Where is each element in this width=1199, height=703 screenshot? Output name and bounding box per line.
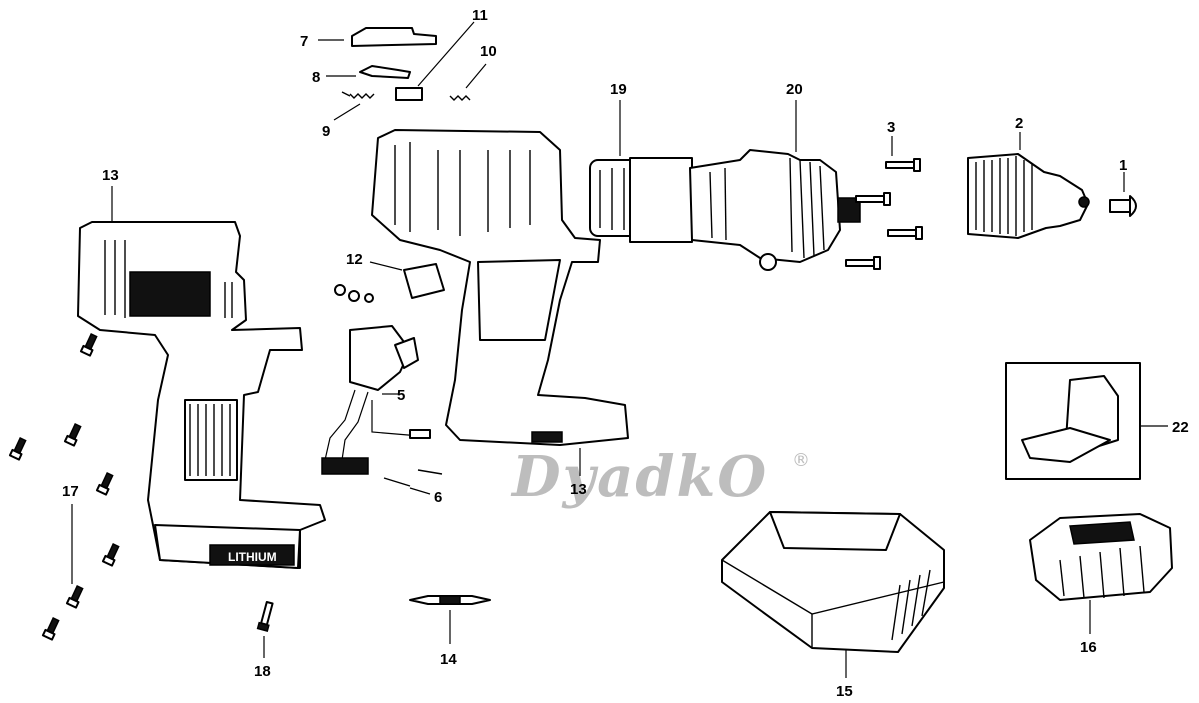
watermark: DyadkO ® [510,444,810,510]
callout-2: 2 [1015,115,1023,132]
part-12-bracket [334,263,445,303]
part-6-springs [383,469,443,487]
callout-22: 22 [1172,419,1189,436]
callout-10: 10 [480,43,497,60]
callout-13-right: 13 [570,481,587,498]
housing-screws [8,333,274,641]
callout-5: 5 [397,387,405,404]
battery-brand-label: LITHIUM [228,550,277,564]
watermark-registered-mark: ® [792,450,810,471]
callout-9: 9 [322,123,330,140]
part-20-gearbox [689,149,861,271]
watermark-brand: DyadkO [510,444,768,510]
part-19-motor [589,157,693,243]
left-housing-half: LITHIUM [77,221,326,569]
callout-20: 20 [786,81,803,98]
callout-3: 3 [887,119,895,136]
callout-17: 17 [62,483,79,500]
part-22-case-box [1005,362,1141,480]
part-14-bit [409,595,491,605]
part-8-spring-clip [359,65,411,79]
callout-16: 16 [1080,639,1097,656]
callout-19: 19 [610,81,627,98]
callout-labels: 1 2 3 5 6 7 8 9 10 11 12 13 13 14 15 16 … [62,7,1189,700]
callout-6: 6 [434,489,442,506]
leader-lines [71,21,1168,678]
part-7-lock-plate [351,27,437,47]
callout-14: 14 [440,651,457,668]
part-11-slider [395,87,423,101]
callout-13-left: 13 [102,167,119,184]
callout-11: 11 [472,7,488,24]
part-2-chuck [967,153,1090,239]
small-top-parts [341,27,471,101]
part-3-screws [845,158,923,270]
callout-18: 18 [254,663,271,680]
callout-15: 15 [836,683,853,700]
callout-12: 12 [346,251,363,268]
part-16-battery [1029,513,1173,601]
part-9-spring [341,91,375,99]
callout-8: 8 [312,69,320,86]
part-5-switch [321,325,431,475]
right-housing-half [371,129,629,446]
part-1-chuck-screw [1109,195,1137,217]
part-15-charger [721,511,945,653]
callout-1: 1 [1119,157,1127,174]
part-10-spring [449,95,471,101]
callout-7: 7 [300,33,308,50]
